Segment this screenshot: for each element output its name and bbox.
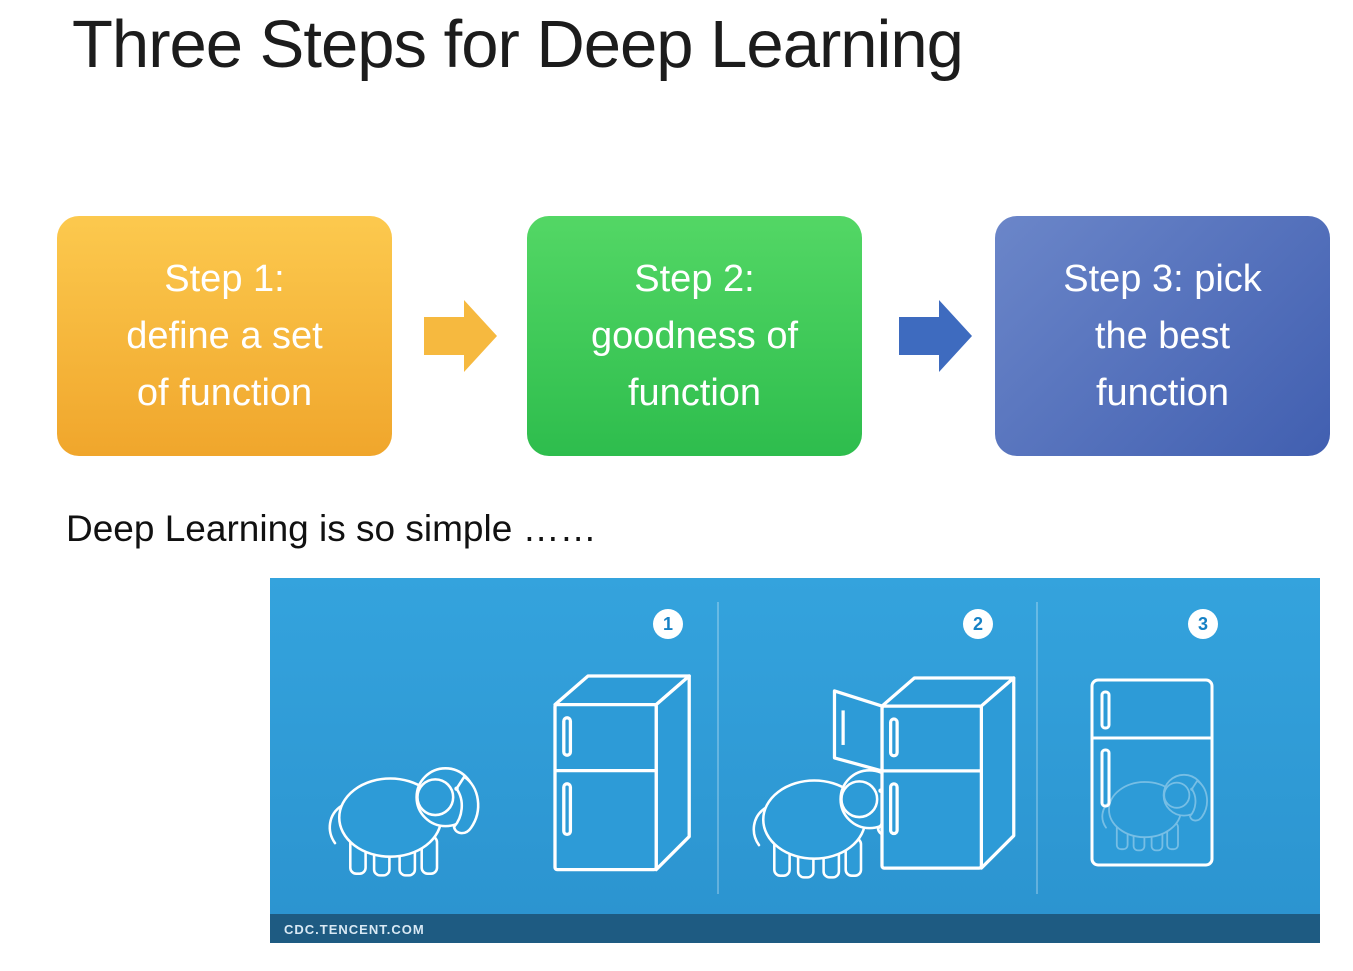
step-label-line: Step 1: [164, 257, 285, 300]
panel-number-badge-2: 2 [963, 609, 993, 639]
step-label-line: Step 2: [634, 257, 755, 300]
watermark-text: CDC.TENCENT.COM [284, 922, 425, 937]
step-label-line: goodness of [590, 314, 799, 357]
panel-number-1: 1 [663, 614, 673, 634]
panel-number-badge-3: 3 [1188, 609, 1218, 639]
step-label-line: define a set [126, 314, 323, 357]
arrow-right-icon [424, 300, 497, 372]
arrow-right-icon [899, 300, 972, 372]
elephant-fridge-figure: 1 2 3 CDC.TENCENT.COM [270, 578, 1320, 943]
page-title: Three Steps for Deep Learning [72, 7, 964, 82]
elephant-fridge-illustration: 1 2 3 CDC.TENCENT.COM [270, 578, 1320, 943]
step-3-card: Step 3: pick the best function [995, 216, 1330, 456]
step-2-card: Step 2: goodness of function [527, 216, 862, 456]
step-label-line: Step 3: pick [1063, 257, 1262, 300]
arrow-right-icon-1 [424, 297, 500, 375]
step-label-line: function [1095, 371, 1230, 414]
panel-number-2: 2 [973, 614, 983, 634]
step-label-line: function [627, 371, 762, 414]
panel-number-badge-1: 1 [653, 609, 683, 639]
step-1-card: Step 1: define a set of function [57, 216, 392, 456]
step-label-line: the best [1094, 314, 1231, 357]
caption-text: Deep Learning is so simple …… [66, 508, 597, 549]
watermark-bar [270, 914, 1320, 943]
arrow-right-icon-2 [899, 297, 975, 375]
panel-number-3: 3 [1198, 614, 1208, 634]
fridge-illustration-1 [553, 674, 691, 872]
fridge-illustration-3 [1090, 678, 1214, 867]
step-label-line: of function [136, 371, 313, 414]
